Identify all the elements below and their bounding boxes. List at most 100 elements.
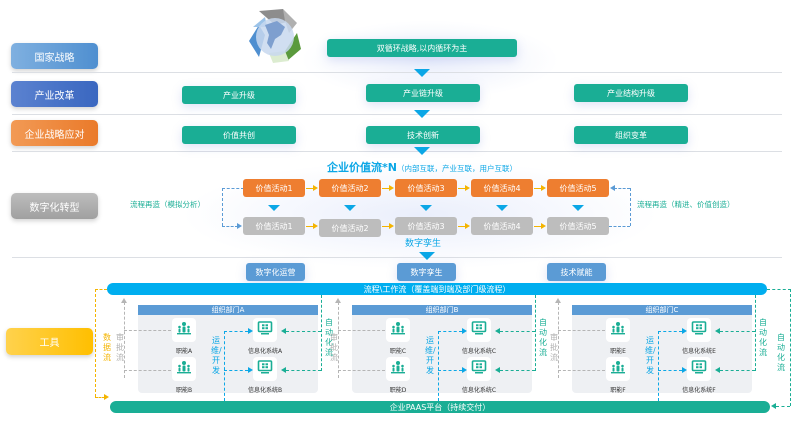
process-reengineering-right: 流程再造（精进、价值创造） — [637, 200, 735, 209]
bottom-activity-3: 价值活动3 — [395, 217, 457, 235]
row-label-industry-reform: 产业改革 — [11, 81, 98, 107]
role-card[interactable] — [386, 357, 410, 381]
approval-flow-label: 审批流 — [115, 333, 125, 363]
arrow-down-icon — [419, 252, 435, 260]
role-card[interactable] — [172, 318, 196, 342]
arrow-left-icon — [495, 328, 500, 334]
auto-flow-line — [535, 295, 536, 371]
arrow-left-icon — [495, 367, 500, 373]
system-card[interactable] — [253, 318, 277, 342]
tag-digital-twin: 数字孪生 — [397, 263, 456, 281]
approval-flow-line — [338, 330, 385, 331]
role-card[interactable] — [606, 357, 630, 381]
system-card[interactable] — [687, 357, 711, 381]
dashed-line — [222, 188, 244, 189]
ops-dev-line — [224, 370, 248, 371]
auto-flow-line — [755, 295, 756, 371]
arrow-right-icon — [248, 367, 253, 373]
bottom-activity-4: 价值活动4 — [471, 217, 533, 235]
industry-box-1: 产业升级 — [182, 86, 296, 104]
ops-dev-label: 运维/开发 — [645, 336, 656, 376]
top-activity-4: 价值活动4 — [471, 179, 533, 197]
auto-flow-line — [776, 406, 790, 407]
auto-flow-line — [500, 331, 535, 332]
monitor-icon — [471, 359, 487, 379]
team-icon — [176, 359, 192, 379]
approval-flow-line — [558, 330, 605, 331]
arrow-right-icon — [458, 185, 470, 191]
arrow-right-icon — [306, 185, 318, 191]
auto-flow-line — [500, 370, 535, 371]
tag-tech-enablement: 技术赋能 — [547, 263, 606, 281]
dual-circulation-strategy-box: 双循环战略,以内循环为主 — [327, 39, 517, 57]
role-card[interactable] — [172, 357, 196, 381]
ops-dev-line — [658, 331, 659, 401]
approval-flow-line — [338, 302, 339, 378]
row-label-digital-transformation: 数字化转型 — [11, 193, 98, 219]
arrow-down-icon — [414, 147, 430, 155]
dashed-line — [630, 188, 631, 226]
divider — [12, 114, 782, 115]
arrow-left-icon — [771, 403, 776, 409]
arrow-right-icon — [306, 223, 318, 229]
recycle-globe-icon — [245, 5, 303, 65]
auto-flow-line — [286, 331, 321, 332]
tag-digital-operations: 数字化运营 — [246, 263, 305, 281]
top-activity-1: 价值活动1 — [243, 179, 305, 197]
approval-flow-line — [124, 330, 171, 331]
arrow-left-icon — [715, 367, 720, 373]
process-reengineering-left: 流程再造（模拟分析） — [130, 200, 205, 209]
data-flow-text: 数据流 — [103, 333, 111, 362]
system-card[interactable] — [687, 318, 711, 342]
bottom-activity-2: 价值活动2 — [319, 219, 381, 237]
arrow-right-icon — [104, 394, 109, 400]
team-icon — [176, 320, 192, 340]
system-card[interactable] — [467, 318, 491, 342]
arrow-right-icon — [462, 328, 467, 334]
auto-flow-line — [767, 289, 791, 290]
row-label-enterprise-response: 企业战略应对 — [11, 120, 98, 146]
role-card[interactable] — [386, 318, 410, 342]
auto-flow-label: 自动化流 — [538, 318, 548, 358]
arrow-left-icon — [281, 367, 286, 373]
auto-flow-line — [286, 370, 321, 371]
arrow-right-icon — [682, 328, 687, 334]
approval-flow-label: 审批流 — [549, 333, 559, 363]
arrow-up-icon — [335, 298, 341, 303]
system-card[interactable] — [253, 357, 277, 381]
department-body — [352, 315, 532, 393]
system-card[interactable] — [467, 357, 491, 381]
role-card[interactable] — [606, 318, 630, 342]
approval-flow-line — [558, 370, 605, 371]
approval-flow-text: 审批流 — [330, 333, 338, 362]
role-label: 职能F — [610, 387, 626, 394]
ops-dev-label: 运维/开发 — [425, 336, 436, 376]
dashed-line — [222, 188, 223, 226]
ops-dev-line — [224, 331, 248, 332]
bottom-activity-5: 价值活动5 — [547, 217, 609, 235]
arrow-left-icon — [281, 328, 286, 334]
row-label-tools: 工具 — [6, 328, 93, 355]
data-flow-label: 数据流 — [102, 333, 112, 363]
auto-flow-text: 自动化流 — [777, 333, 785, 372]
glow — [180, 160, 660, 270]
approval-flow-line — [338, 370, 385, 371]
value-stream-title: 企业价值流*N（内部互联，产业互联，用户互联） — [327, 156, 517, 175]
arrow-down-icon — [268, 205, 280, 211]
approval-flow-text: 审批流 — [116, 333, 124, 362]
approval-flow-label: 审批流 — [329, 333, 339, 363]
value-stream-title-text: 企业价值流*N — [327, 161, 397, 174]
top-activity-5: 价值活动5 — [547, 179, 609, 197]
arrow-up-icon — [121, 298, 127, 303]
team-icon — [390, 359, 406, 379]
industry-box-2: 产业链升级 — [366, 84, 480, 102]
arrow-down-icon — [496, 205, 508, 211]
system-label: 信息化系统F — [682, 387, 716, 394]
value-stream-note: （内部互联，产业互联，用户互联） — [396, 164, 517, 173]
arrow-down-icon — [414, 110, 430, 118]
enterprise-box-3: 组织变革 — [574, 126, 688, 144]
divider — [12, 257, 782, 258]
auto-flow-text: 自动化流 — [759, 318, 767, 357]
dashed-line — [222, 226, 238, 227]
data-flow-line — [95, 289, 107, 290]
